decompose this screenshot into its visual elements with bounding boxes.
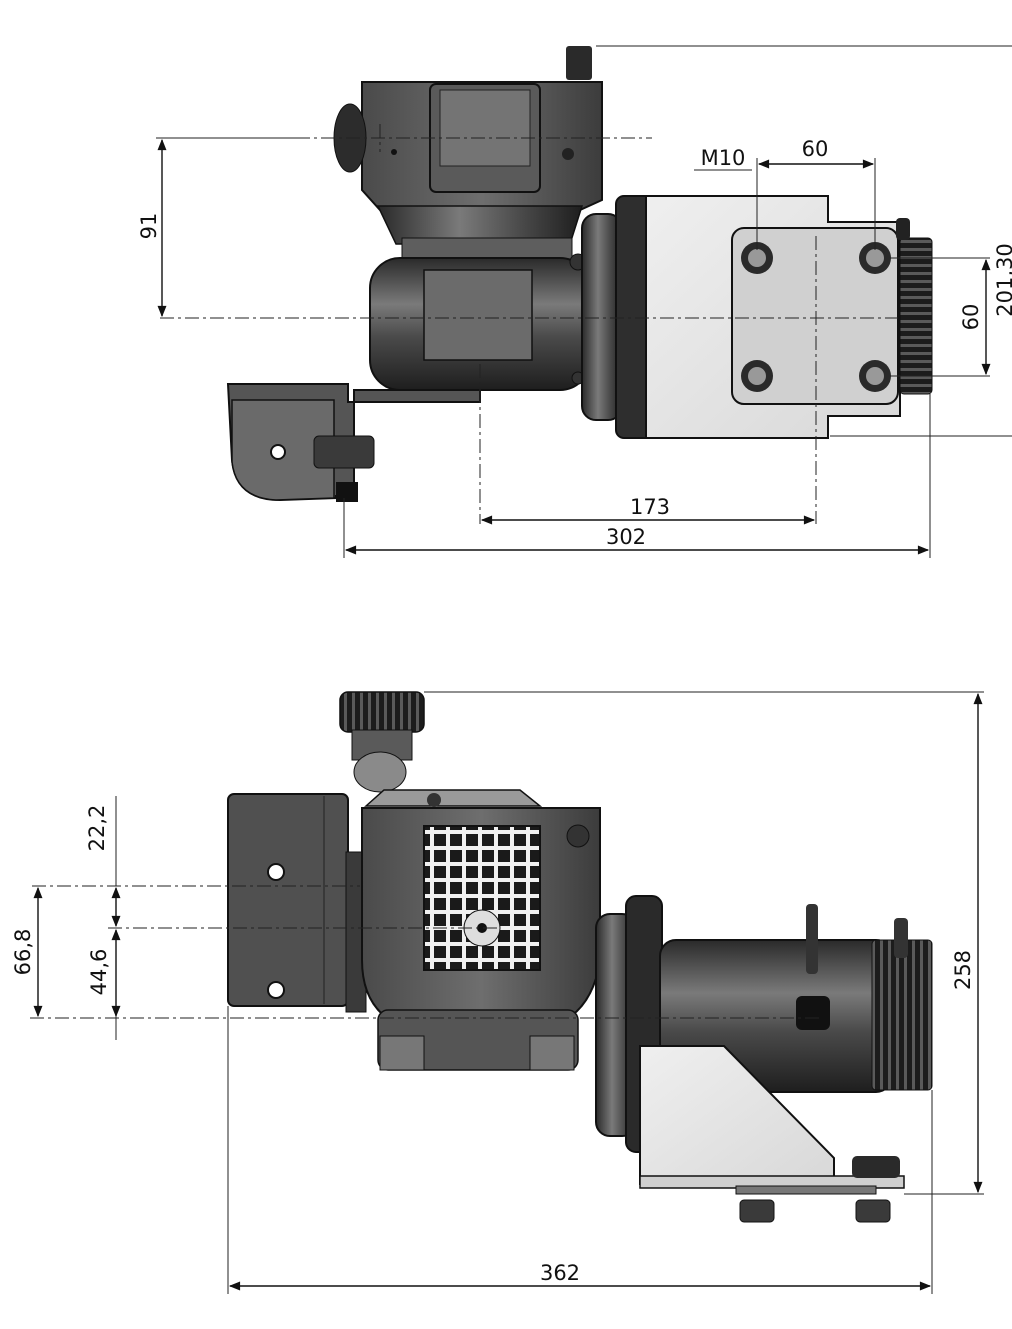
plate-nut-tl	[741, 242, 773, 274]
dim-91-label: 91	[137, 213, 161, 240]
side-knob	[339, 691, 425, 733]
side-bracket	[227, 793, 349, 1007]
side-pump-fins	[871, 939, 933, 1091]
bracket-hole	[270, 444, 286, 460]
bracket-bolt	[313, 435, 375, 469]
knob-top	[566, 46, 592, 80]
m10-label: M10	[701, 146, 746, 170]
plate-nut-tr	[859, 242, 891, 274]
bracket-bolt-head	[336, 482, 358, 502]
dim-258-label: 258	[951, 950, 975, 990]
dim-173-label: 173	[630, 495, 670, 519]
plate-nut-br	[859, 360, 891, 392]
side-bracket-hole-bottom	[267, 981, 285, 999]
dim-66-label: 66,8	[11, 929, 35, 976]
side-motor-top	[364, 789, 543, 807]
side-base-nut-left	[739, 1199, 775, 1223]
side-pump-pin-left	[806, 904, 818, 974]
side-pump-port	[796, 996, 830, 1030]
side-base-nut-right	[855, 1199, 891, 1223]
plate-nut-bl	[741, 360, 773, 392]
side-gearbox-foot-right	[529, 1035, 575, 1071]
fan-fins-top	[899, 237, 933, 395]
mounting-plate	[731, 227, 899, 405]
dim-362-label: 362	[540, 1261, 580, 1285]
side-knob-ball	[353, 751, 407, 793]
side-gearbox-foot	[377, 1009, 579, 1071]
dim-60h-label: 60	[802, 137, 829, 161]
side-base-nut-right-top	[852, 1156, 900, 1178]
shaft-cylinder-window	[423, 269, 533, 361]
housing-bolt	[562, 148, 574, 160]
housing-screw	[391, 149, 397, 155]
side-bracket-hole-top	[267, 863, 285, 881]
side-view: 22,2 66,8 44,6 258 362	[11, 691, 984, 1294]
side-gearbox-foot-left	[379, 1035, 425, 1071]
side-support-wedge	[639, 1045, 835, 1185]
top-view: 91 60 M10 60 201,30 173 302	[137, 45, 1012, 558]
side-motor-bolt	[566, 824, 590, 848]
dim-201-label: 201,30	[993, 243, 1012, 316]
side-pump-pin-right	[894, 918, 908, 958]
fan-knob-top	[896, 218, 910, 240]
dim-22-label: 22,2	[85, 805, 109, 852]
side-motor-top-screw	[427, 793, 441, 807]
dim-302-label: 302	[606, 525, 646, 549]
side-base-stud	[735, 1185, 877, 1195]
side-fan-center-dot	[477, 923, 487, 933]
housing-window-inner	[439, 89, 531, 167]
side-fan-grille	[423, 825, 541, 971]
dim-60v-label: 60	[959, 304, 983, 331]
dim-44-label: 44,6	[87, 949, 111, 996]
